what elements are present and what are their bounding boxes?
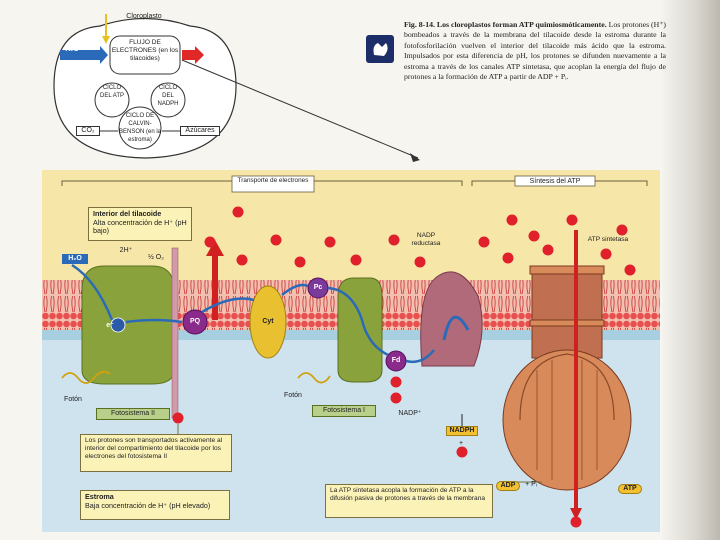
photosystem-ii: [81, 265, 175, 385]
photosystem-i-label: Fotosistema I: [312, 405, 376, 417]
photon-path-1: [61, 370, 111, 384]
plus-label: +: [458, 440, 464, 447]
overview-sugars: Azúcares: [180, 126, 220, 136]
atp-synthase-stalk: [531, 269, 603, 359]
caption-title: Fig. 8-14. Los cloroplastos forman ATP q…: [404, 20, 607, 29]
atp-label: ATP: [618, 484, 642, 494]
pc-label: Pc: [313, 284, 323, 291]
overview-atp-cycle: CICLO DEL ATP: [99, 85, 124, 99]
chloroplast-overview: [53, 14, 237, 159]
chloroplast-label: Cloroplasto: [126, 13, 162, 20]
atp-synthase-note: La ATP sintetasa acopla la formación de …: [325, 484, 493, 518]
proton-transport-note: Los protones son transportados activamen…: [80, 434, 232, 472]
nadp-label: NADP⁺: [398, 410, 422, 417]
pq-label: PQ: [189, 318, 201, 325]
page-edge-shadow: [662, 0, 720, 540]
two-protons-label: 2H⁺: [119, 247, 133, 254]
overview-co2: CO₂: [76, 126, 100, 136]
electron-label: e⁻: [106, 322, 114, 329]
proton-dots: [172, 206, 636, 528]
fd-label: Fd: [391, 357, 401, 364]
stroma-title: Estroma: [85, 492, 114, 501]
stroma-body: Baja concentración de H⁺ (pH elevado): [85, 500, 211, 510]
electron-ps2: [110, 317, 126, 333]
photon-label-1: Fotón: [64, 396, 82, 403]
photosystem-i: [337, 277, 383, 383]
nadp-reductase-label: NADP reductasa: [411, 232, 441, 247]
overview-o2: O₂: [203, 46, 213, 53]
interior-body: Alta concentración de H⁺ (pH bajo): [93, 217, 187, 236]
zoom-arrow: [181, 59, 420, 162]
photosystem-ii-label: Fotosistema II: [96, 408, 170, 420]
atp-synthase-head: [502, 349, 632, 491]
interior-title: Interior del tilacoide: [93, 209, 162, 218]
header-atp-synthesis: Síntesis del ATP: [529, 178, 581, 185]
pq-carrier: [182, 309, 208, 335]
overview-nadph-cycle: CICLO DEL NADPH: [157, 85, 179, 107]
figure-caption: Fig. 8-14. Los cloroplastos forman ATP q…: [404, 20, 666, 82]
caption-body: Los protones (H⁺) bombeados a través de …: [404, 20, 666, 82]
overview-calvin-cycle: CICLO DE CALVIN-BENSON (en la estroma): [118, 113, 161, 143]
nadph-label: NADPH: [446, 426, 478, 436]
half-o2-label: ½ O₂: [148, 254, 164, 261]
figure-icon: [366, 35, 394, 63]
overview-electron-flow: FLUJO DE ELECTRONES (en los tilacoides): [111, 39, 179, 62]
h2o-label: H₂O: [62, 254, 88, 264]
photon-label-2: Fotón: [284, 392, 302, 399]
cytochrome: [249, 285, 287, 359]
thylakoid-interior-box: Interior del tilacoide Alta concentració…: [88, 207, 192, 241]
overview-h2o: H₂O: [65, 46, 79, 53]
stroma-box: Estroma Baja concentración de H⁺ (pH ele…: [80, 490, 230, 520]
header-electron-transport: Transporte de electrones: [237, 177, 309, 184]
atp-synthase-label: ATP sintetasa: [587, 236, 629, 243]
pi-label: + Pᵢ: [525, 481, 537, 488]
cyt-label: Cyt: [262, 318, 274, 325]
adp-label: ADP: [496, 481, 520, 491]
photon-path-2: [297, 372, 331, 384]
